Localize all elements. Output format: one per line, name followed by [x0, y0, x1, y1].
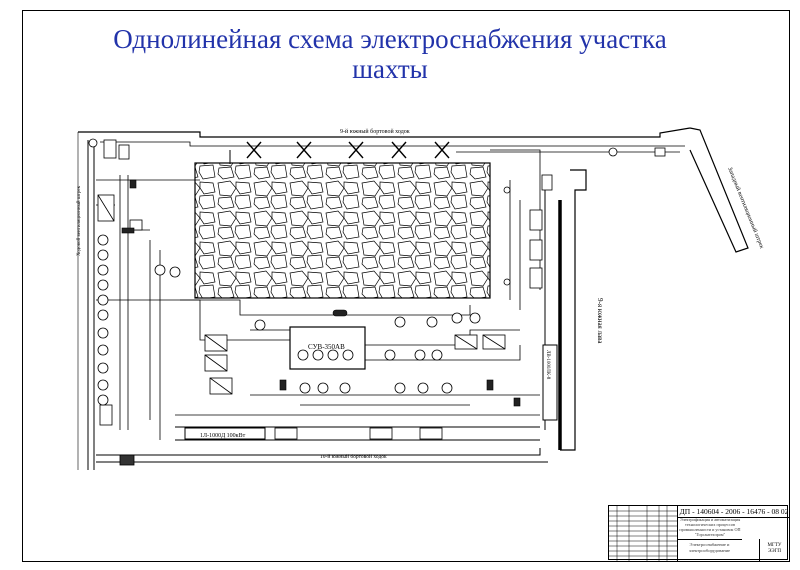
right-equipment: [274, 147, 666, 440]
starter-boxes: [204, 334, 506, 395]
left-switchgear: [97, 139, 143, 466]
suv-label: СУВ-350АВ: [308, 343, 345, 351]
right-shaft: [689, 127, 749, 253]
left-drift-label: Ходовой вентиляционный штрек: [77, 185, 82, 256]
transformer-box: [184, 427, 266, 440]
lava-label: 9-я южная лава: [596, 298, 604, 344]
diagram-title: Однолинейная схема электроснабжения учас…: [60, 24, 720, 84]
document-description: Электрификация и автоматизация технологи…: [677, 517, 742, 540]
goaf-area: [194, 162, 491, 299]
organization: МГТУ ЭЭГП: [759, 539, 789, 561]
title-block-grid: [609, 506, 677, 561]
bottom-drift: [96, 426, 548, 463]
document-code: ДП - 140604 - 2006 - 16476 - 08 02: [677, 506, 790, 518]
filled-devices: [121, 179, 521, 407]
organization-line-2: ЭЭГП: [767, 549, 782, 554]
left-drift: [77, 132, 95, 470]
vertical-switchgear-label: ЛВ-1000ЛК-8: [545, 350, 550, 380]
organization-line-1: МГТУ: [767, 543, 782, 548]
top-drift-label: 9-й южный бортовой ходок: [340, 128, 410, 135]
title-block: ДП - 140604 - 2006 - 16476 - 08 02 Элект…: [608, 505, 790, 561]
left-motors: [88, 138, 181, 406]
pumps-motors: [254, 147, 618, 394]
top-drift: [78, 127, 691, 164]
title-line-2: шахты: [352, 54, 428, 84]
stopping-marks: [246, 141, 450, 159]
sheet-name: Электроснабжение и электрооборудование: [677, 539, 741, 561]
title-line-1: Однолинейная схема электроснабжения учас…: [113, 24, 667, 54]
suv-panel: [289, 326, 366, 370]
drawing-frame: [22, 10, 790, 562]
vertical-switchgear: [542, 344, 558, 421]
transformer-label: 1Л-1000Д 100кВт: [200, 433, 246, 439]
bottom-drift-label: 10-й южный бортовой ходок: [320, 453, 387, 460]
